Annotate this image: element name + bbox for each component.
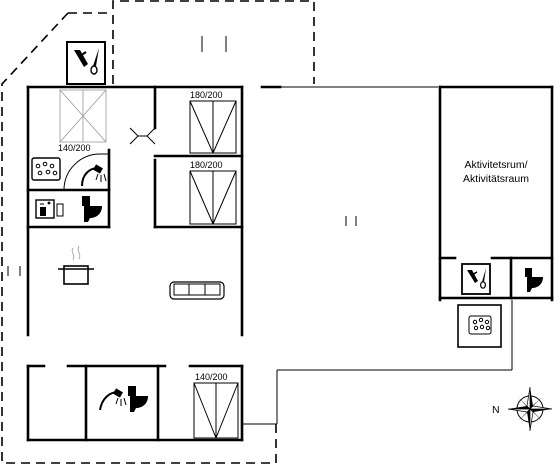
shower-icon (99, 388, 127, 411)
bed-upper-left (59, 89, 107, 143)
washing-machine-icon (66, 41, 106, 85)
room-label-activity: Aktivitetsrum/ (464, 159, 527, 171)
bed-upper-2 (189, 170, 237, 225)
toilet-icon (525, 268, 543, 292)
cooking-pot-icon (58, 245, 94, 285)
sauna-icon (35, 199, 64, 219)
bed-size-label: 140/200 (58, 143, 91, 153)
shower-icon (81, 164, 107, 187)
bed-lower (193, 382, 239, 439)
bed-size-label: 180/200 (190, 160, 223, 170)
bed-size-label: 140/200 (195, 372, 228, 382)
toilet-icon (82, 196, 102, 222)
bed-upper-1 (189, 100, 237, 154)
whirlpool-icon (457, 304, 502, 348)
house-walls (26, 85, 554, 442)
window-marks (7, 36, 357, 276)
compass-north-label: N (492, 404, 500, 416)
washing-machine-icon (461, 263, 491, 295)
bed-size-label: 180/200 (190, 90, 223, 100)
compass-rose-icon (507, 386, 553, 432)
room-label-activity: Aktivitätsraum (463, 173, 529, 185)
door-swings (63, 127, 156, 191)
terrace-outline (1, 0, 315, 464)
toilet-icon (128, 386, 148, 412)
sofa-icon (169, 281, 225, 300)
whirlpool-icon (31, 157, 61, 181)
